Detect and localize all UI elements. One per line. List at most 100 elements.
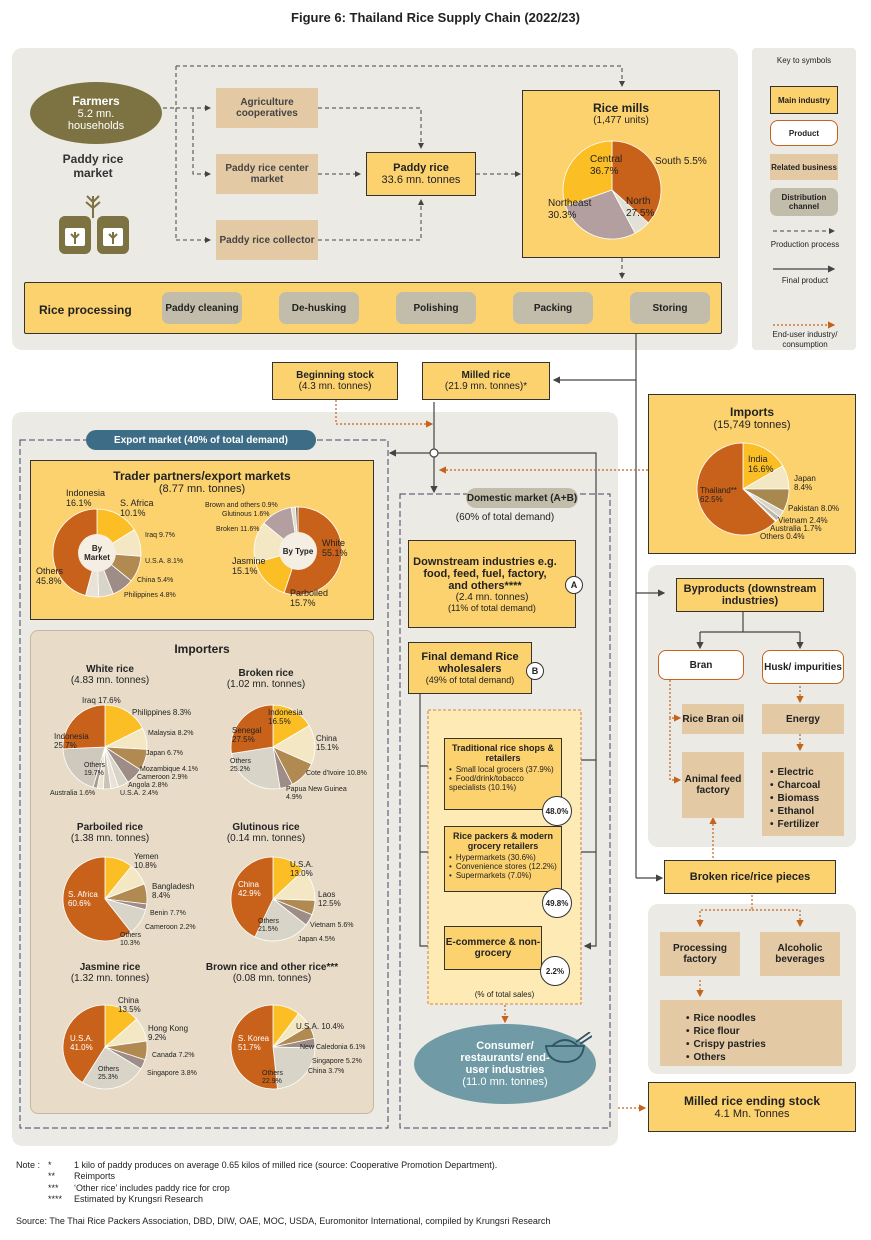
j-singapore: Singapore 3.8% — [147, 1070, 197, 1077]
paddy-rice-collector: Paddy rice collector — [216, 220, 318, 260]
pie-slice-broken-0 — [272, 704, 310, 748]
domestic-market-tab: Domestic market (A+B) — [466, 488, 578, 508]
pie-slice-broken-4 — [231, 746, 281, 790]
pie-parboiled-rice — [62, 856, 148, 942]
rice-processing-label: Rice processing — [39, 303, 132, 317]
w-malaysia: Malaysia 8.2% — [148, 730, 194, 737]
pie-white-rice — [62, 704, 148, 790]
jasmine-rice-header: Jasmine rice(1.32 mn. tonnes) — [50, 962, 170, 984]
ending-stock-title: Milled rice ending stock — [683, 1094, 821, 1108]
final-demand-title: Final demand Rice wholesalers — [421, 651, 519, 675]
i-australia: Australia 1.7% — [770, 524, 822, 533]
pie-slice-glutinous-4 — [254, 898, 307, 942]
processing-factory-node: Processing factory — [660, 932, 740, 976]
packers-item: Hypermarkets (30.6%) — [449, 853, 557, 862]
pie-slice-imports-0 — [742, 442, 784, 490]
j-canada: Canada 7.2% — [152, 1052, 195, 1059]
step-storing: Storing — [630, 292, 710, 324]
domestic-market-share: (60% of total demand) — [455, 512, 555, 523]
energy-items-node: Electric Charcoal Biomass Ethanol Fertil… — [762, 752, 844, 836]
glutinous-rice-header: Glutinous rice(0.14 mn. tonnes) — [206, 822, 326, 844]
b-cote: Cote d'Ivoire 10.8% — [306, 770, 367, 777]
traditional-title: Traditional rice shops & retailers — [451, 743, 555, 763]
step-de-husking: De-husking — [279, 292, 359, 324]
milled-rice-title: Milled rice — [461, 370, 511, 381]
note-marker: * — [48, 1160, 52, 1170]
brown-rice-title: Brown rice and other rice*** — [205, 962, 339, 973]
ecommerce-pct: 2.2% — [540, 956, 570, 986]
badge-b: B — [526, 662, 544, 680]
i-others: Others 0.4% — [760, 532, 805, 541]
pie-slice-glutinous-5 — [230, 856, 274, 938]
rice-product-item: Crispy pastries — [686, 1038, 842, 1051]
rice-processing-bar: Rice processing — [24, 282, 722, 334]
final-demand-node: Final demand Rice wholesalers (49% of to… — [408, 642, 532, 694]
broken-rice-value: (1.02 mn. tonnes) — [226, 679, 306, 690]
brown-rice-header: Brown rice and other rice***(0.08 mn. to… — [192, 962, 352, 984]
paddy-rice-node: Paddy rice 33.6 mn. tonnes — [366, 152, 476, 196]
legend-main-industry: Main industry — [770, 86, 838, 114]
w-mozambique: Mozambique 4.1% — [140, 766, 198, 773]
bran-node: Bran — [658, 650, 744, 680]
by-market-center: By Market — [78, 534, 116, 572]
white-rice-value: (4.83 mn. tonnes) — [70, 675, 150, 686]
source-note: Source: The Thai Rice Packers Associatio… — [16, 1216, 551, 1226]
note-marker: **** — [48, 1193, 63, 1204]
farmers-title: Farmers — [72, 94, 120, 108]
paddy-market-label: Paddy rice market — [38, 152, 148, 180]
parboiled-rice-title: Parboiled rice — [76, 822, 144, 833]
rice-sack-icon — [59, 195, 129, 254]
pie-by-type — [253, 506, 343, 596]
legend-related-business: Related business — [770, 154, 838, 180]
pie-slice-mills-0 — [611, 140, 662, 224]
sales-note: (% of total sales) — [474, 990, 535, 999]
lbl-philippines: Philippines 4.8% — [124, 592, 176, 599]
w-cameroon: Cameroon 2.9% — [137, 774, 188, 781]
lbl-china: China 5.4% — [137, 577, 174, 584]
legend-production-process: Production process — [770, 240, 840, 249]
rice-mills-units: (1,477 units) — [593, 115, 649, 126]
ending-stock-node: Milled rice ending stock 4.1 Mn. Tonnes — [648, 1082, 856, 1132]
w-iraq: Iraq 17.6% — [82, 696, 121, 705]
mills-label-south: South 5.5% — [655, 156, 707, 167]
pie-slice-brown-5 — [230, 1004, 278, 1090]
downstream-industries-node: Downstream industries e.g. food, feed, f… — [408, 540, 576, 628]
j-usa: U.S.A.41.0% — [70, 1034, 94, 1053]
br-newcaledonia: New Caledonia 6.1% — [300, 1044, 366, 1051]
step-polishing: Polishing — [396, 292, 476, 324]
rice-product-item: Rice flour — [686, 1025, 842, 1038]
pie-slice-by_market-6 — [52, 508, 98, 596]
traditional-pct: 48.0% — [542, 796, 572, 826]
imports-value: (15,749 tonnes) — [713, 419, 791, 431]
badge-a: A — [565, 576, 583, 594]
energy-item: Biomass — [770, 792, 844, 805]
legend-distribution-channel: Distribution channel — [770, 188, 838, 216]
w-australia: Australia 1.6% — [50, 790, 96, 797]
rice-bowl-icon — [544, 1032, 592, 1063]
g-vietnam: Vietnam 5.6% — [310, 922, 354, 929]
alcoholic-beverages-node: Alcoholic beverages — [760, 932, 840, 976]
notes-label: Note : — [16, 1160, 41, 1170]
pie-imports — [696, 442, 790, 536]
note-text: Estimated by Krungsri Research — [74, 1193, 204, 1204]
note-text: Reimports — [74, 1171, 116, 1182]
consumer-title: Consumer/ restaurants/ end-user industri… — [460, 1040, 550, 1076]
energy-item: Charcoal — [770, 779, 844, 792]
pie-jasmine-rice — [62, 1004, 148, 1090]
lbl-iraq: Iraq 9.7% — [145, 532, 175, 539]
ecommerce-node: E-commerce & non-grocery — [444, 926, 542, 970]
